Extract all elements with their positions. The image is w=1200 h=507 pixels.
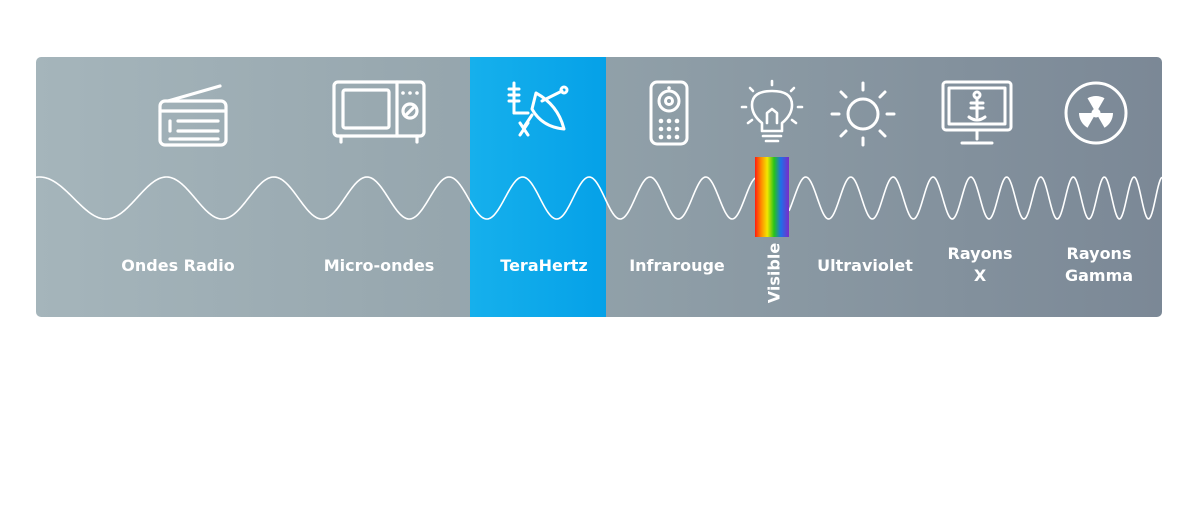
radio-icon xyxy=(158,84,228,147)
label-terahertz: TeraHertz xyxy=(500,256,588,275)
label-rayons-x-line2: X xyxy=(973,266,987,285)
microwave-icon xyxy=(332,80,426,144)
label-rayons-gamma-line1: Rayons xyxy=(1066,244,1132,263)
terahertz-highlight-band xyxy=(470,57,606,317)
spectrum-panel: Ondes Radio Micro-ondes TeraHertz Infrar… xyxy=(36,57,1162,317)
remote-control-icon xyxy=(649,80,689,146)
radiation-icon xyxy=(1064,81,1128,145)
label-visible: Visible xyxy=(764,242,784,304)
label-rayons-x: Rayons X xyxy=(948,243,1013,287)
satellite-dish-icon xyxy=(507,81,569,137)
label-ultraviolet: Ultraviolet xyxy=(817,256,913,275)
light-bulb-icon xyxy=(740,79,804,143)
label-micro-ondes: Micro-ondes xyxy=(323,256,435,275)
label-rayons-gamma: Rayons Gamma xyxy=(1065,243,1133,287)
xray-monitor-icon xyxy=(941,80,1013,145)
label-infrarouge: Infrarouge xyxy=(629,256,725,275)
label-rayons-x-line1: Rayons xyxy=(947,244,1013,263)
visible-spectrum-bar xyxy=(755,157,789,237)
label-ondes-radio: Ondes Radio xyxy=(121,256,235,275)
sun-icon xyxy=(830,81,896,147)
label-rayons-gamma-line2: Gamma xyxy=(1064,266,1134,285)
wave-line xyxy=(36,176,1162,220)
